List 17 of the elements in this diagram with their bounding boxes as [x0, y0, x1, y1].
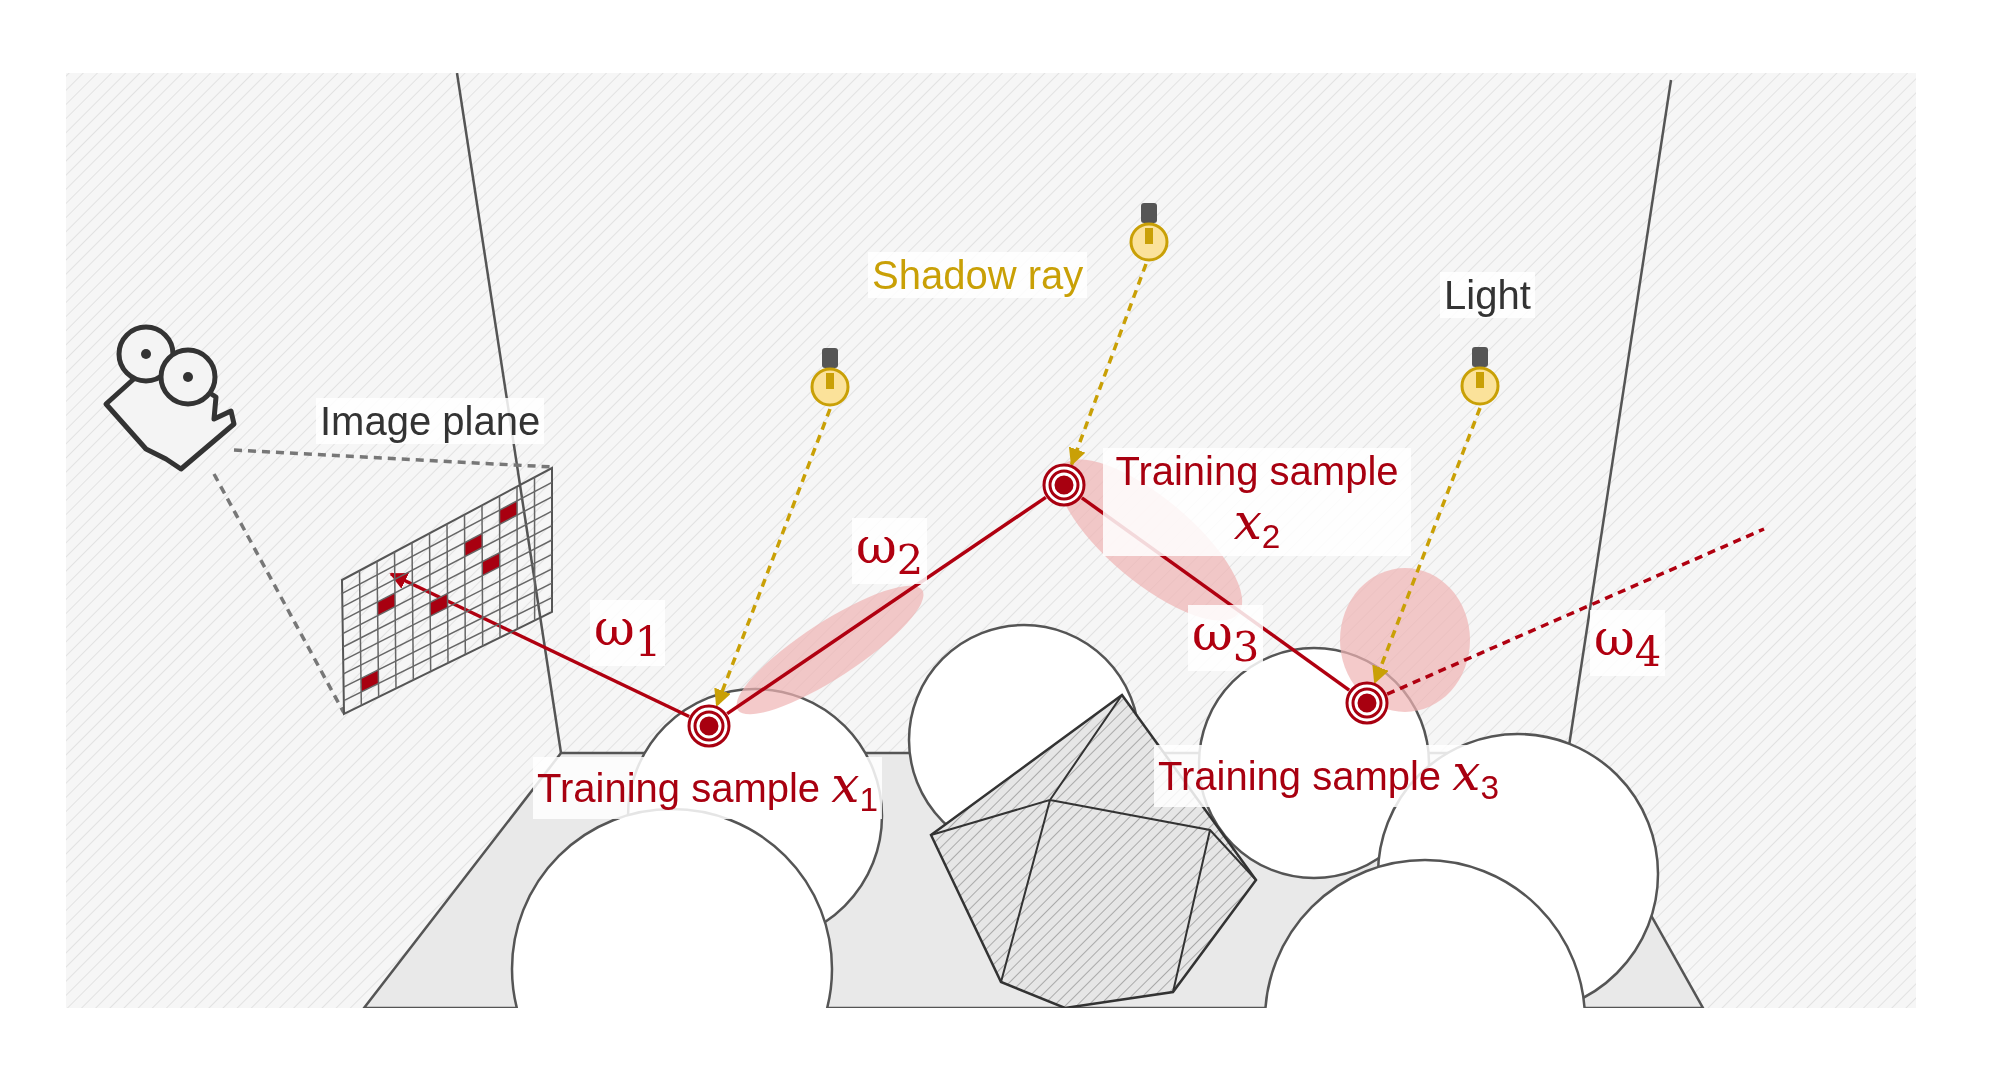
ray-line — [233, 448, 553, 469]
arrow — [389, 572, 690, 719]
caption-label: Training sample x$_{2}$ — [1103, 448, 1411, 557]
edge-label: Shadow ray — [868, 252, 1088, 298]
plane-label: Image plane — [316, 398, 545, 444]
edge-label: ω$_{3}$ — [1188, 605, 1264, 671]
arrow — [1372, 407, 1482, 685]
caption-label: Training sample x$_{1}$ — [533, 757, 882, 820]
ray-line — [212, 473, 346, 714]
ray-line — [1386, 527, 1765, 696]
ray-line — [726, 495, 1047, 716]
arrow — [1068, 263, 1148, 466]
edge-label: ω$_{2}$ — [852, 518, 928, 584]
arrow — [714, 408, 832, 708]
caption-label: Light — [1440, 272, 1535, 318]
edge-label: ω$_{4}$ — [1590, 610, 1666, 676]
edge-label: ω$_{1}$ — [590, 600, 666, 666]
